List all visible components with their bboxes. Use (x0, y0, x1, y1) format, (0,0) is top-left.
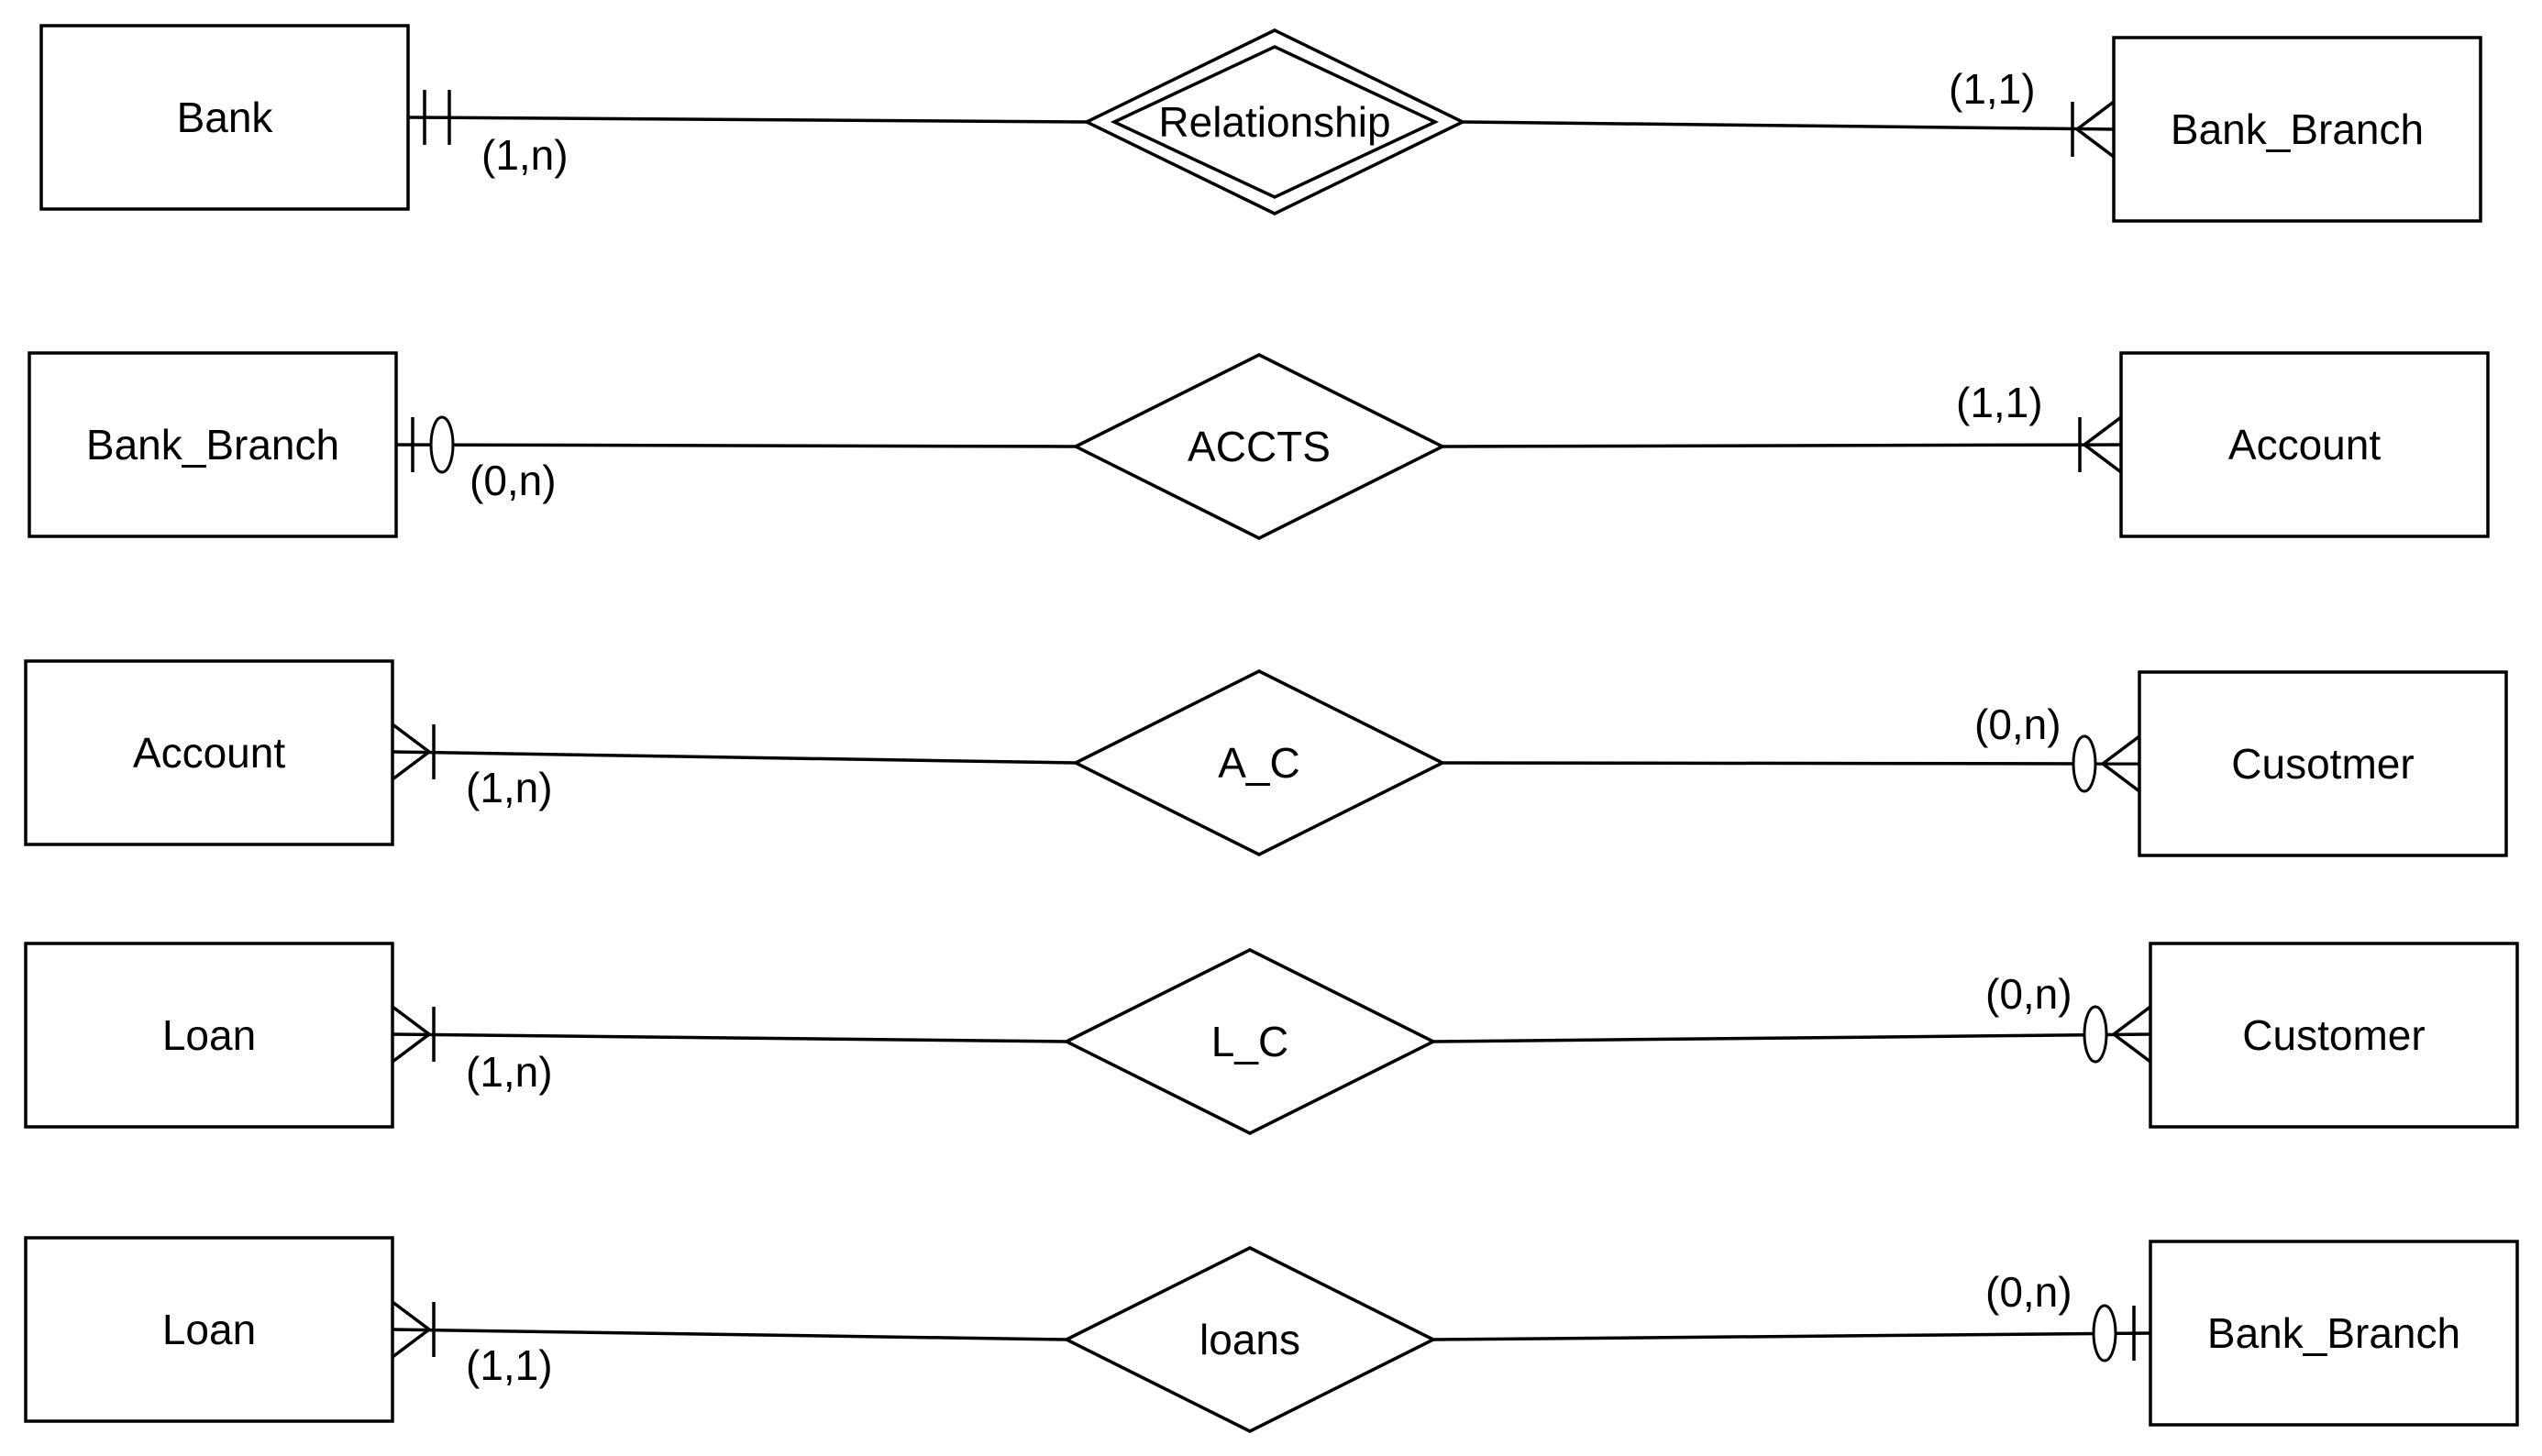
entity-label-right: Account (2228, 421, 2381, 469)
relationship-diamond[interactable] (1072, 353, 1446, 540)
connector-right (1432, 1331, 2151, 1341)
entity-label-left: Bank (177, 94, 274, 141)
cardinality-label-left: (1,n) (466, 764, 553, 811)
connector-left (392, 1032, 1067, 1043)
relationship-diamond-inner (1110, 45, 1440, 199)
entity-box-left[interactable] (24, 1236, 394, 1423)
connector-left (392, 1328, 1067, 1341)
cardinality-label-left: (1,n) (466, 1048, 553, 1096)
entity-label-left: Loan (162, 1306, 256, 1353)
cardinality-mark-right (2083, 1005, 2152, 1064)
relationship-label: ACCTS (1188, 423, 1331, 470)
entity-label-right: Bank_Branch (2207, 1309, 2460, 1357)
connector-right (1442, 443, 2122, 448)
connector-left (407, 116, 1088, 124)
entity-box-left[interactable] (28, 351, 398, 538)
entity-box-right[interactable] (2149, 1240, 2519, 1427)
cardinality-mark-left (391, 1300, 436, 1359)
relationship-label: loans (1199, 1316, 1300, 1363)
er-row-1: Bank Bank_Branch Relationship (1,n) (1,1) (39, 24, 2482, 223)
cardinality-mark-right (2071, 100, 2116, 159)
cardinality-mark-left (391, 1005, 436, 1064)
connector-left (395, 443, 1077, 448)
cardinality-mark-right (2092, 1304, 2136, 1362)
entity-box-right[interactable] (2138, 670, 2508, 857)
relationship-label: L_C (1211, 1018, 1288, 1065)
entity-box-left[interactable] (24, 942, 394, 1129)
cardinality-label-left: (1,1) (466, 1341, 553, 1389)
entity-label-right: Customer (2242, 1011, 2425, 1059)
cardinality-label-right: (1,1) (1949, 65, 2036, 113)
entity-label-left: Bank_Branch (86, 421, 339, 469)
cardinality-label-right: (1,1) (1956, 379, 2043, 426)
er-row-5: Loan Bank_Branch loans (1,1) (0,n) (24, 1236, 2519, 1433)
relationship-diamond[interactable] (1063, 948, 1437, 1135)
cardinality-label-right: (0,n) (1974, 700, 2061, 748)
entity-box-right[interactable] (2149, 942, 2519, 1129)
connector-right (1462, 120, 2115, 131)
relationship-label: A_C (1218, 739, 1299, 787)
cardinality-label-right: (0,n) (1985, 970, 2072, 1018)
entity-box-left[interactable] (24, 659, 394, 846)
cardinality-label-left: (1,n) (481, 131, 569, 179)
cardinality-mark-right (2078, 415, 2123, 474)
cardinality-label-right: (0,n) (1985, 1268, 2072, 1316)
entity-label-left: Account (133, 729, 285, 777)
cardinality-mark-left (411, 415, 455, 474)
relationship-diamond[interactable] (1072, 669, 1446, 856)
er-row-4: Loan Customer L_C (1,n) (0,n) (24, 942, 2519, 1135)
entity-label-left: Loan (162, 1011, 256, 1059)
cardinality-label-left: (0,n) (470, 457, 557, 504)
cardinality-mark-left (391, 722, 436, 781)
er-row-2: Bank_Branch Account ACCTS (0,n) (1,1) (28, 351, 2490, 540)
connector-right (1432, 1032, 2151, 1043)
cardinality-mark-right (2072, 734, 2141, 793)
connector-right (1442, 761, 2140, 766)
entity-label-right: Bank_Branch (2171, 105, 2424, 153)
er-row-3: Account Cusotmer A_C (1,n) (0,n) (24, 659, 2508, 857)
relationship-label: Relationship (1158, 98, 1390, 146)
entity-box-right[interactable] (2112, 36, 2482, 223)
entity-label-right: Cusotmer (2231, 740, 2414, 788)
cardinality-mark-left (423, 90, 451, 145)
entity-box-left[interactable] (39, 24, 410, 211)
connector-left (392, 750, 1077, 765)
entity-box-right[interactable] (2119, 351, 2490, 538)
relationship-diamond[interactable] (1063, 1246, 1437, 1433)
